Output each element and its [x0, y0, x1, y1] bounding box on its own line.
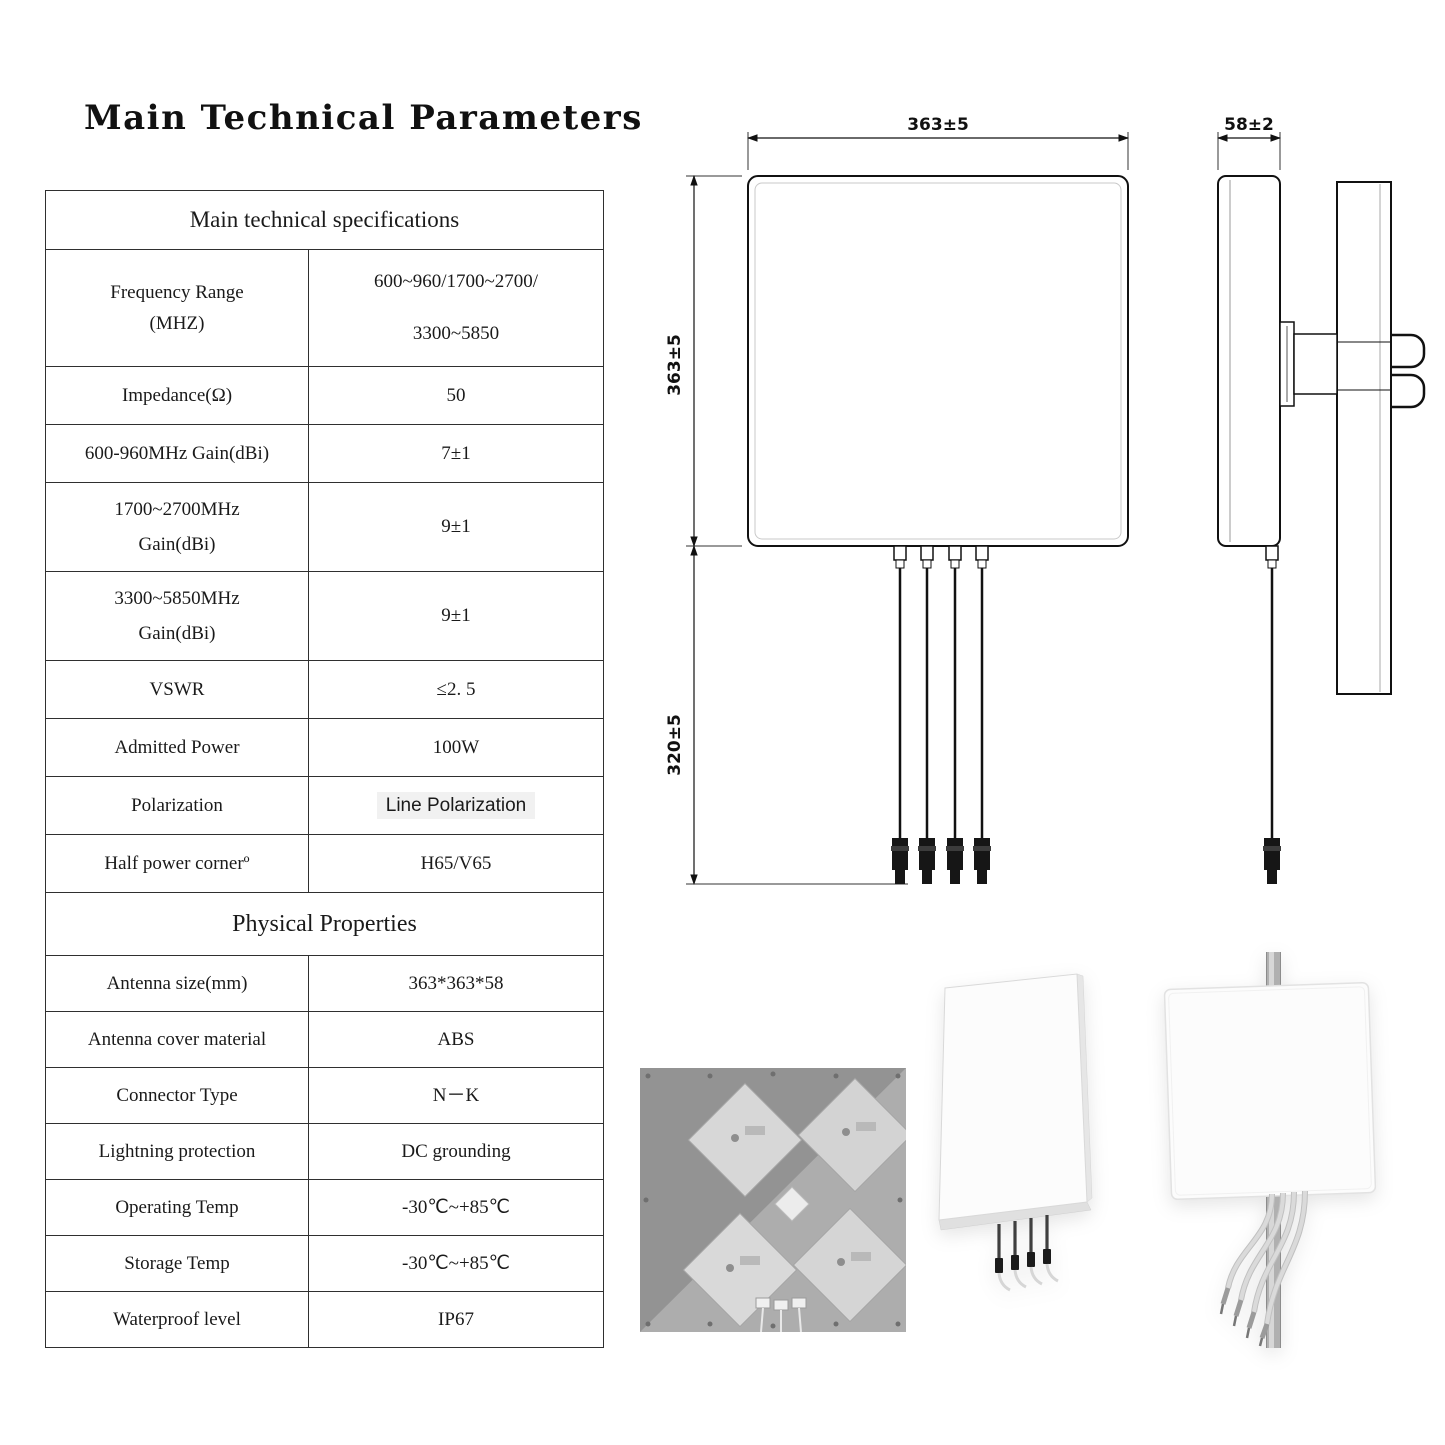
- table-row: Operating Temp -30℃~+85℃: [46, 1179, 603, 1235]
- cable-1: [891, 545, 909, 884]
- table-row: Admitted Power 100W: [46, 718, 603, 776]
- spec-label: Antenna cover material: [46, 1012, 309, 1067]
- pcb-screws: [643, 1071, 903, 1329]
- spec-value: 9±1: [441, 605, 471, 627]
- spec-label: Storage Temp: [46, 1236, 309, 1291]
- spec-label: VSWR: [46, 661, 309, 718]
- table-row: Antenna size(mm) 363*363*58: [46, 955, 603, 1011]
- spec-label: Waterproof level: [46, 1292, 309, 1347]
- spec-table: Main technical specifications Frequency …: [45, 190, 604, 1348]
- spec-value: DC grounding: [401, 1140, 511, 1162]
- side-cable: [1263, 545, 1281, 884]
- photo-panel-rear-mount: [1163, 952, 1377, 1348]
- dim-side-depth: 58±2: [1224, 115, 1274, 135]
- spec-label: Impedance(Ω): [46, 367, 309, 424]
- table-row: 600-960MHz Gain(dBi) 7±1: [46, 424, 603, 482]
- table-row: Impedance(Ω) 50: [46, 366, 603, 424]
- spec-label: Lightning protection: [46, 1124, 309, 1179]
- spec-value: IP67: [438, 1308, 474, 1330]
- spec-label: Half power cornerº: [46, 835, 309, 892]
- spec-value: H65/V65: [420, 852, 492, 874]
- spec-label: Frequency Range(MHZ): [46, 250, 309, 366]
- spec-value: -30℃~+85℃: [402, 1196, 510, 1218]
- spec-value: 9±1: [441, 516, 471, 538]
- spec-label: 600-960MHz Gain(dBi): [46, 425, 309, 482]
- photo-internal-pcb: [640, 1068, 906, 1332]
- spec-rows-main: Frequency Range(MHZ) 600~960/1700~2700/33…: [46, 249, 603, 892]
- table-row: Storage Temp -30℃~+85℃: [46, 1235, 603, 1291]
- panel-cables: [995, 1215, 1059, 1292]
- side-view: 58±2: [1216, 115, 1426, 884]
- table-row: Antenna cover material ABS: [46, 1011, 603, 1067]
- front-cables: [891, 545, 991, 884]
- table-row: Half power cornerº H65/V65: [46, 834, 603, 892]
- table-header: Main technical specifications: [189, 207, 460, 232]
- spec-label: Connector Type: [46, 1068, 309, 1123]
- cable-3: [946, 545, 964, 884]
- spec-label: Operating Temp: [46, 1180, 309, 1235]
- spec-value: ≤2. 5: [436, 678, 476, 700]
- table-row: Connector Type N－K: [46, 1067, 603, 1123]
- spec-value: 363*363*58: [408, 972, 504, 994]
- pcb-radiators: [682, 1077, 906, 1328]
- dim-cable-length: 320±5: [665, 714, 685, 776]
- panel-front-face: [938, 973, 1088, 1221]
- spec-value: N－K: [432, 1084, 480, 1106]
- spec-value: Line Polarization: [309, 777, 603, 834]
- page-title: Main Technical Parameters: [84, 98, 643, 138]
- panel-body: [1163, 981, 1377, 1201]
- technical-drawing: 363±5 363±5 320±5: [665, 115, 1426, 886]
- spec-value: ABS: [437, 1028, 475, 1050]
- pcb-feed-connectors: [755, 1297, 807, 1332]
- section-header-physical: Physical Properties: [46, 892, 603, 955]
- pcb-details: [726, 1122, 876, 1272]
- front-view: 363±5 363±5 320±5: [665, 115, 1130, 886]
- table-row: Waterproof level IP67: [46, 1291, 603, 1347]
- spec-label: Polarization: [46, 777, 309, 834]
- spec-label: Admitted Power: [46, 719, 309, 776]
- table-row: VSWR ≤2. 5: [46, 660, 603, 718]
- spec-label: Antenna size(mm): [46, 956, 309, 1011]
- mount-bracket: [1279, 321, 1426, 409]
- spec-value: -30℃~+85℃: [402, 1252, 510, 1274]
- spec-value: 100W: [432, 736, 480, 758]
- photo-panel-angled: [938, 973, 1093, 1292]
- panel-cables-rear: [1219, 1190, 1308, 1347]
- spec-value: 50: [446, 384, 466, 406]
- mount-pole: [1336, 181, 1392, 695]
- table-row: Lightning protection DC grounding: [46, 1123, 603, 1179]
- spec-value: 600~960/1700~2700/3300~5850: [373, 271, 539, 344]
- dim-front-height: 363±5: [665, 334, 685, 396]
- spec-value: 7±1: [441, 442, 471, 464]
- cable-2: [918, 545, 936, 884]
- dim-front-width: 363±5: [907, 115, 969, 135]
- table-row: Frequency Range(MHZ) 600~960/1700~2700/33…: [46, 249, 603, 366]
- cable-4: [973, 545, 991, 884]
